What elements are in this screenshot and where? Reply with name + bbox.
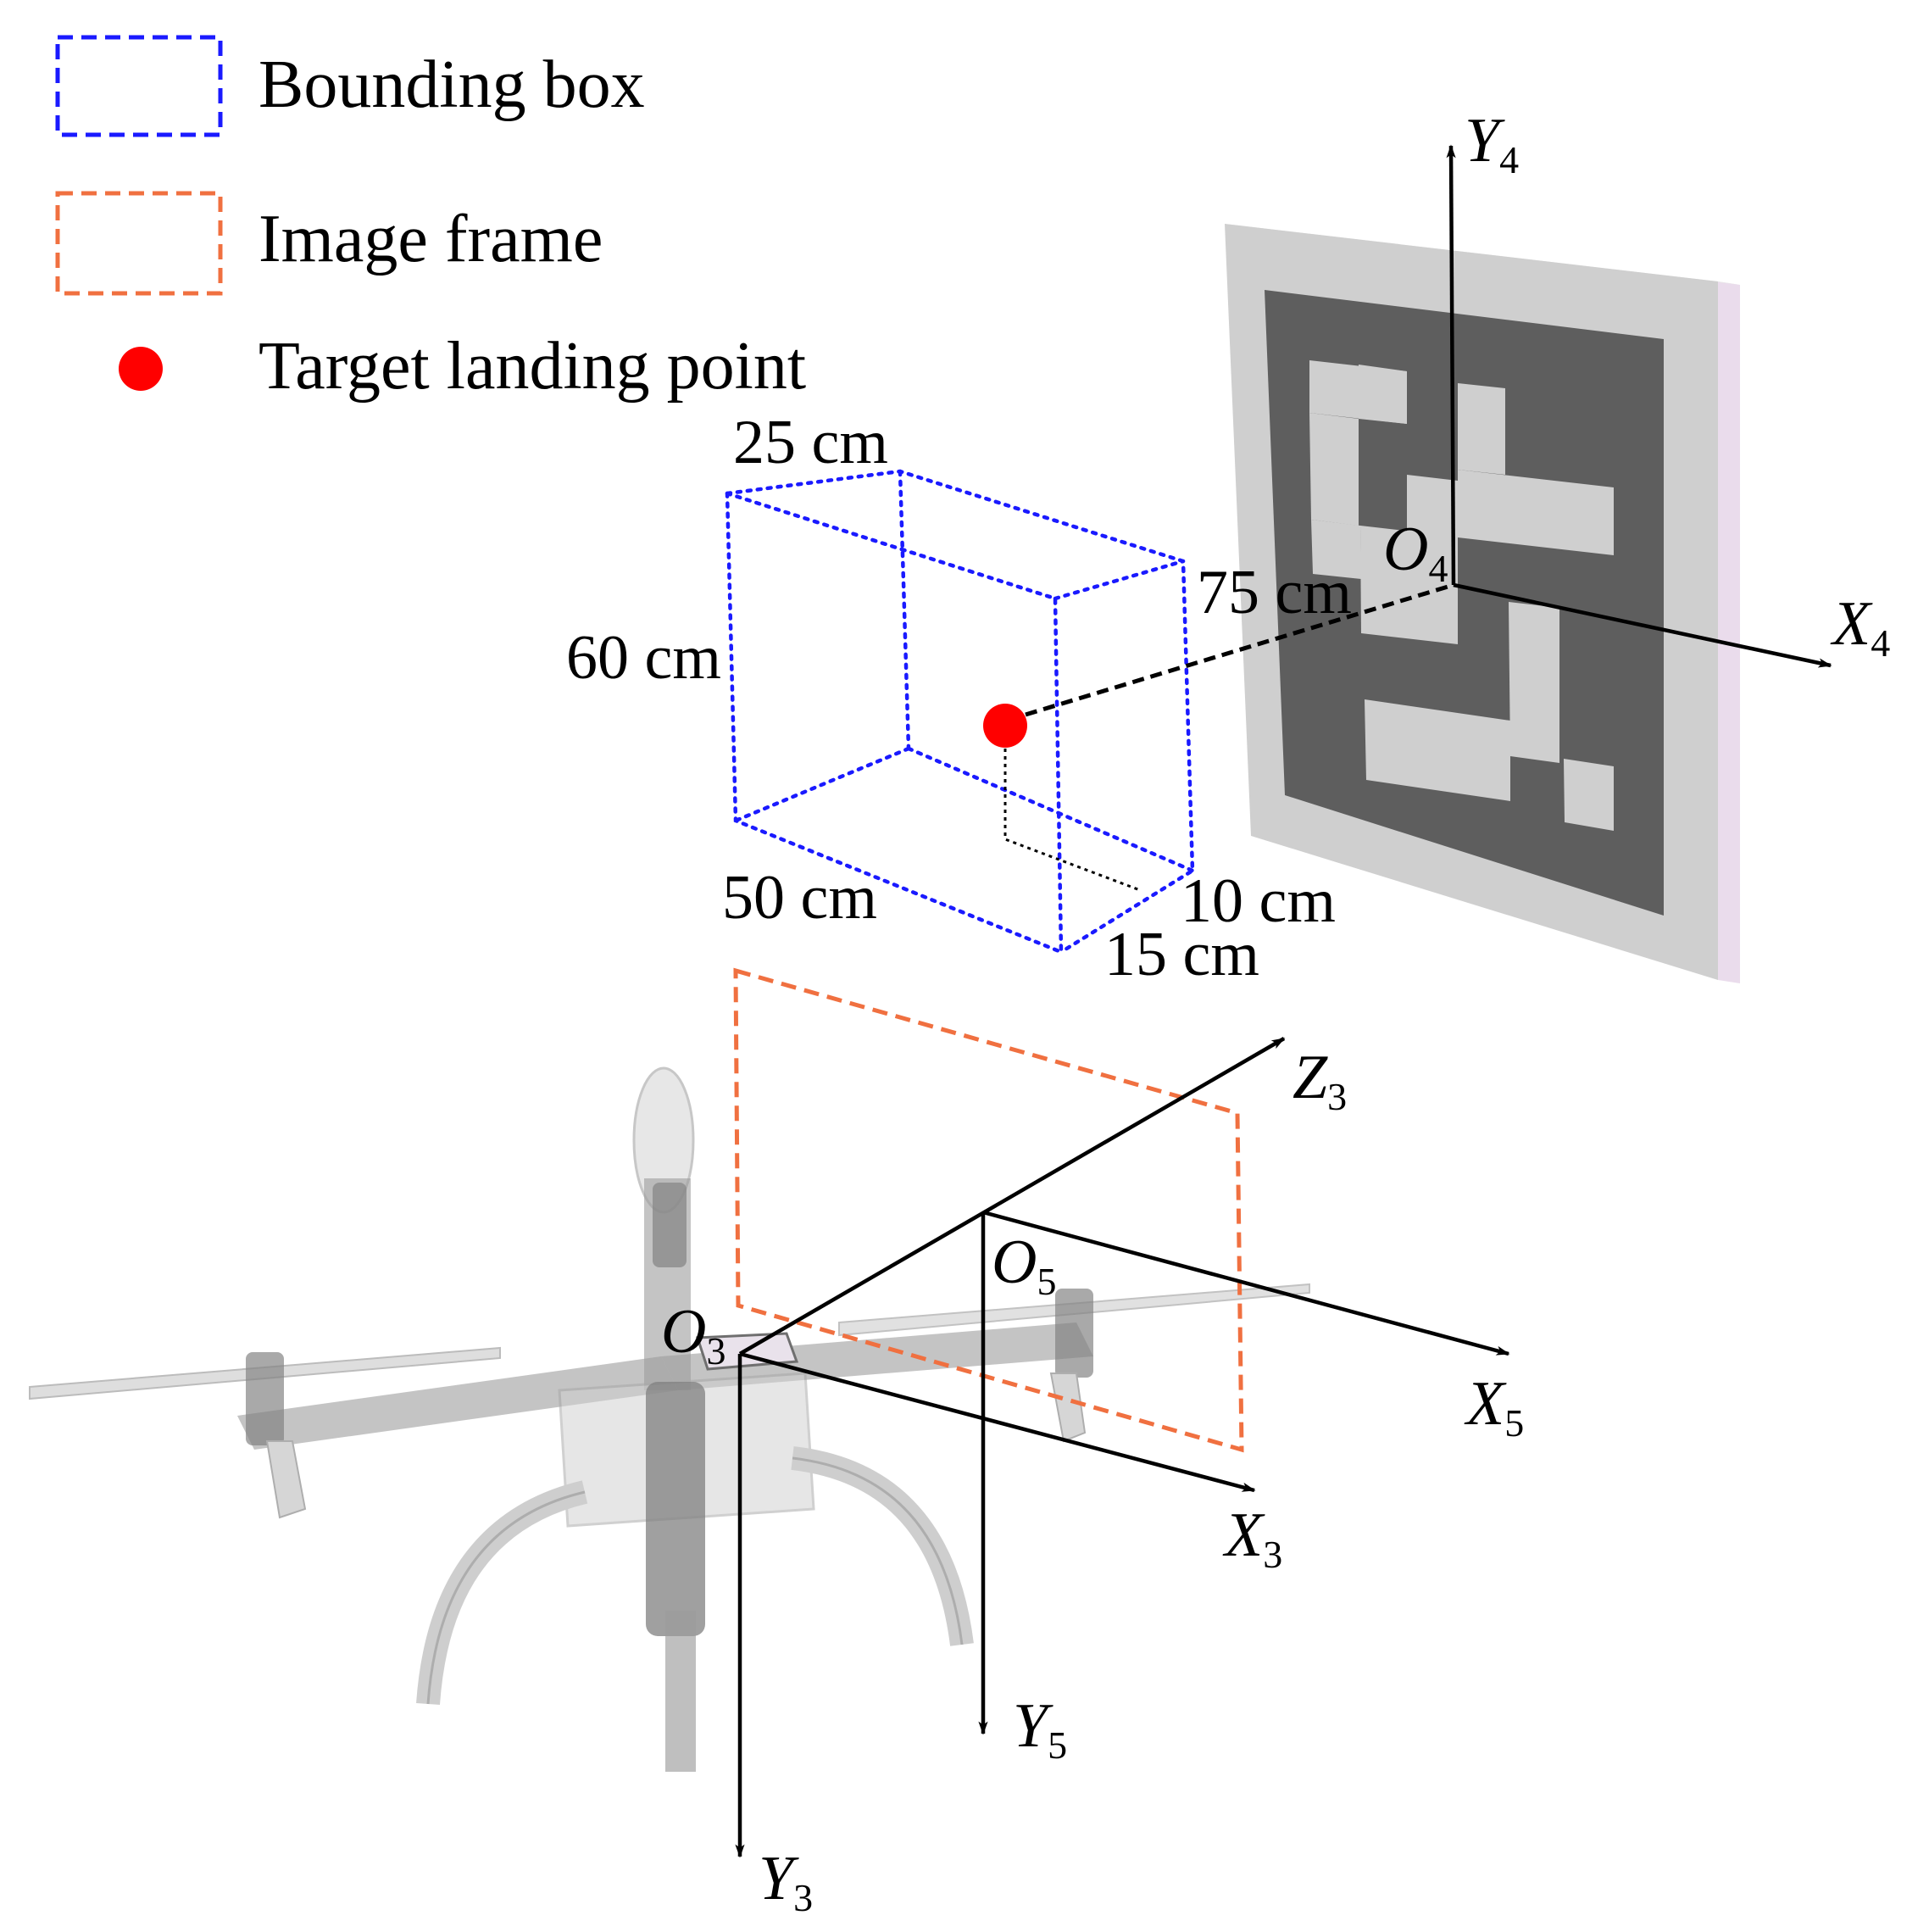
- aruco-marker-icon: [1225, 224, 1740, 983]
- axes: [735, 144, 1832, 1858]
- dim-offset-b: 15 cm: [1104, 920, 1259, 989]
- axis-z3: [738, 1037, 1286, 1356]
- axis-y4: [1446, 144, 1456, 586]
- dimension-labels: 25 cm 60 cm 50 cm 75 cm 10 cm 15 cm: [566, 408, 1352, 989]
- label-y5: Y5: [1013, 1691, 1067, 1767]
- dim-height: 60 cm: [566, 623, 721, 693]
- label-x5: X5: [1464, 1369, 1524, 1445]
- axis-x5: [982, 1210, 1510, 1356]
- legend-image-frame-swatch: [55, 191, 223, 296]
- dim-offset-a: 10 cm: [1181, 866, 1336, 936]
- legend-target-dot: [119, 347, 163, 391]
- label-o5: O5: [992, 1228, 1056, 1303]
- axis-x4: [1453, 582, 1832, 668]
- dim-distance: 75 cm: [1197, 558, 1352, 627]
- legend: Bounding box Image frame Target landing …: [55, 35, 806, 404]
- legend-image-frame-label: Image frame: [258, 202, 603, 276]
- label-o3: O3: [661, 1297, 725, 1372]
- label-x3: X3: [1222, 1501, 1282, 1576]
- label-x4: X4: [1830, 589, 1890, 665]
- quadcopter-drone-icon: [29, 1066, 1310, 1772]
- axis-labels: Y4 O4 X4 Z3 O5 X5 O3 X3 Y5 Y3: [661, 106, 1890, 1919]
- target-offset-lines: [1003, 726, 1141, 892]
- bounding-box: [725, 469, 1195, 955]
- dim-width-top: 25 cm: [733, 408, 888, 477]
- legend-bounding-box-swatch: [55, 35, 223, 137]
- image-frame: [733, 967, 1244, 1453]
- label-y3: Y3: [759, 1844, 813, 1919]
- axis-x3: [739, 1351, 1256, 1493]
- label-o4: O4: [1383, 515, 1448, 590]
- dim-width-bottom: 50 cm: [722, 863, 877, 933]
- label-z3: Z3: [1292, 1043, 1347, 1118]
- target-landing-point: [983, 704, 1027, 748]
- label-y4: Y4: [1465, 106, 1519, 181]
- legend-target-label: Target landing point: [258, 329, 806, 404]
- legend-bounding-box-label: Bounding box: [258, 47, 645, 122]
